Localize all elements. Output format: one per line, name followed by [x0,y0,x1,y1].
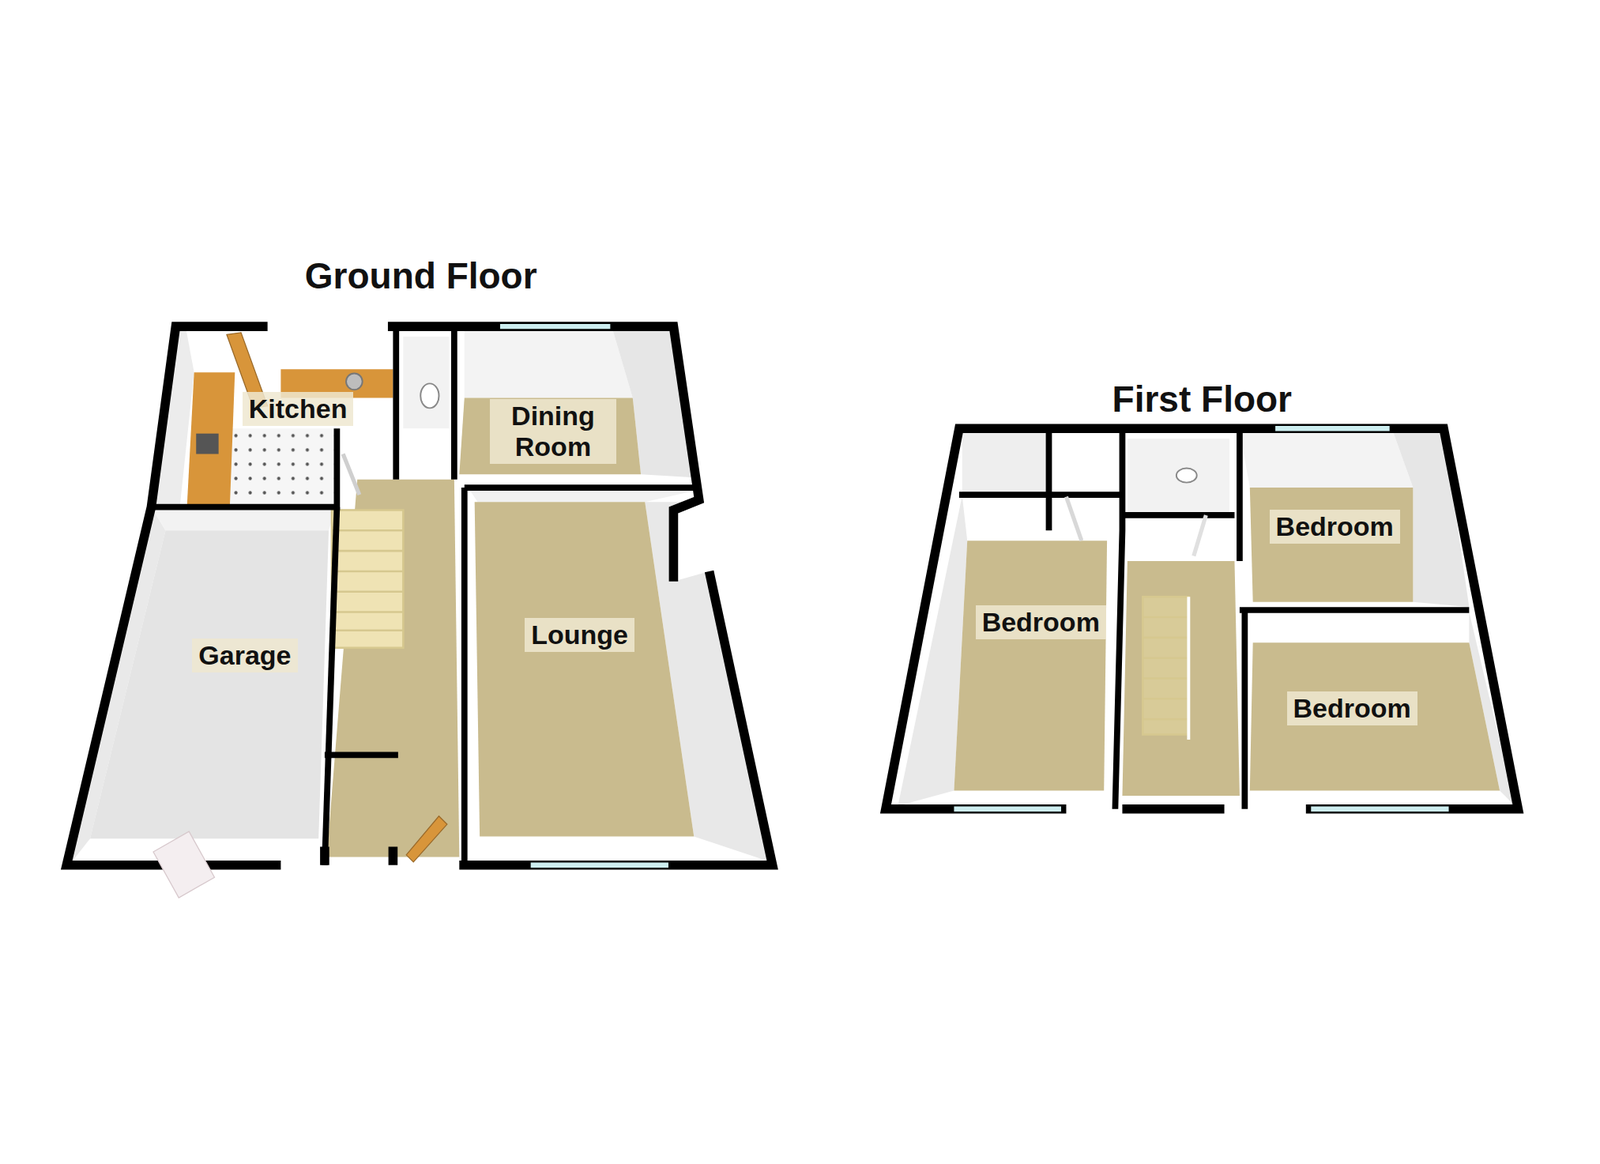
room-label-box: Bedroom [1285,689,1420,727]
room-name: Dining Room [489,399,618,464]
room-label-box: Dining Room [488,397,619,466]
walls [66,326,1518,866]
room-label-box: Kitchen [240,390,356,428]
room-name: Bedroom [1287,691,1418,726]
room-label-box: Lounge [523,616,637,654]
windows [500,326,1450,866]
floor-heading: Ground Floor [304,256,538,297]
floor-surfaces [90,336,1500,857]
floor-plan: Ground FloorKitchenDining RoomGarageLoun… [66,324,776,868]
room-name: Lounge [524,617,635,652]
room-label-box: Bedroom [1268,508,1402,546]
doors [153,332,1206,898]
stairs [331,509,1189,739]
room-label-box: Garage [190,636,299,674]
room-name: Bedroom [1269,509,1401,544]
floor-heading: First Floor [1112,379,1292,420]
room-name: Bedroom [975,605,1107,640]
room-label-box: Bedroom [974,603,1108,641]
room-name: Garage [192,638,298,673]
wall-faces [71,328,1516,863]
room-name: Kitchen [242,391,354,426]
floor-plan: First FloorBedroomBedroomBedroom [885,426,1519,812]
